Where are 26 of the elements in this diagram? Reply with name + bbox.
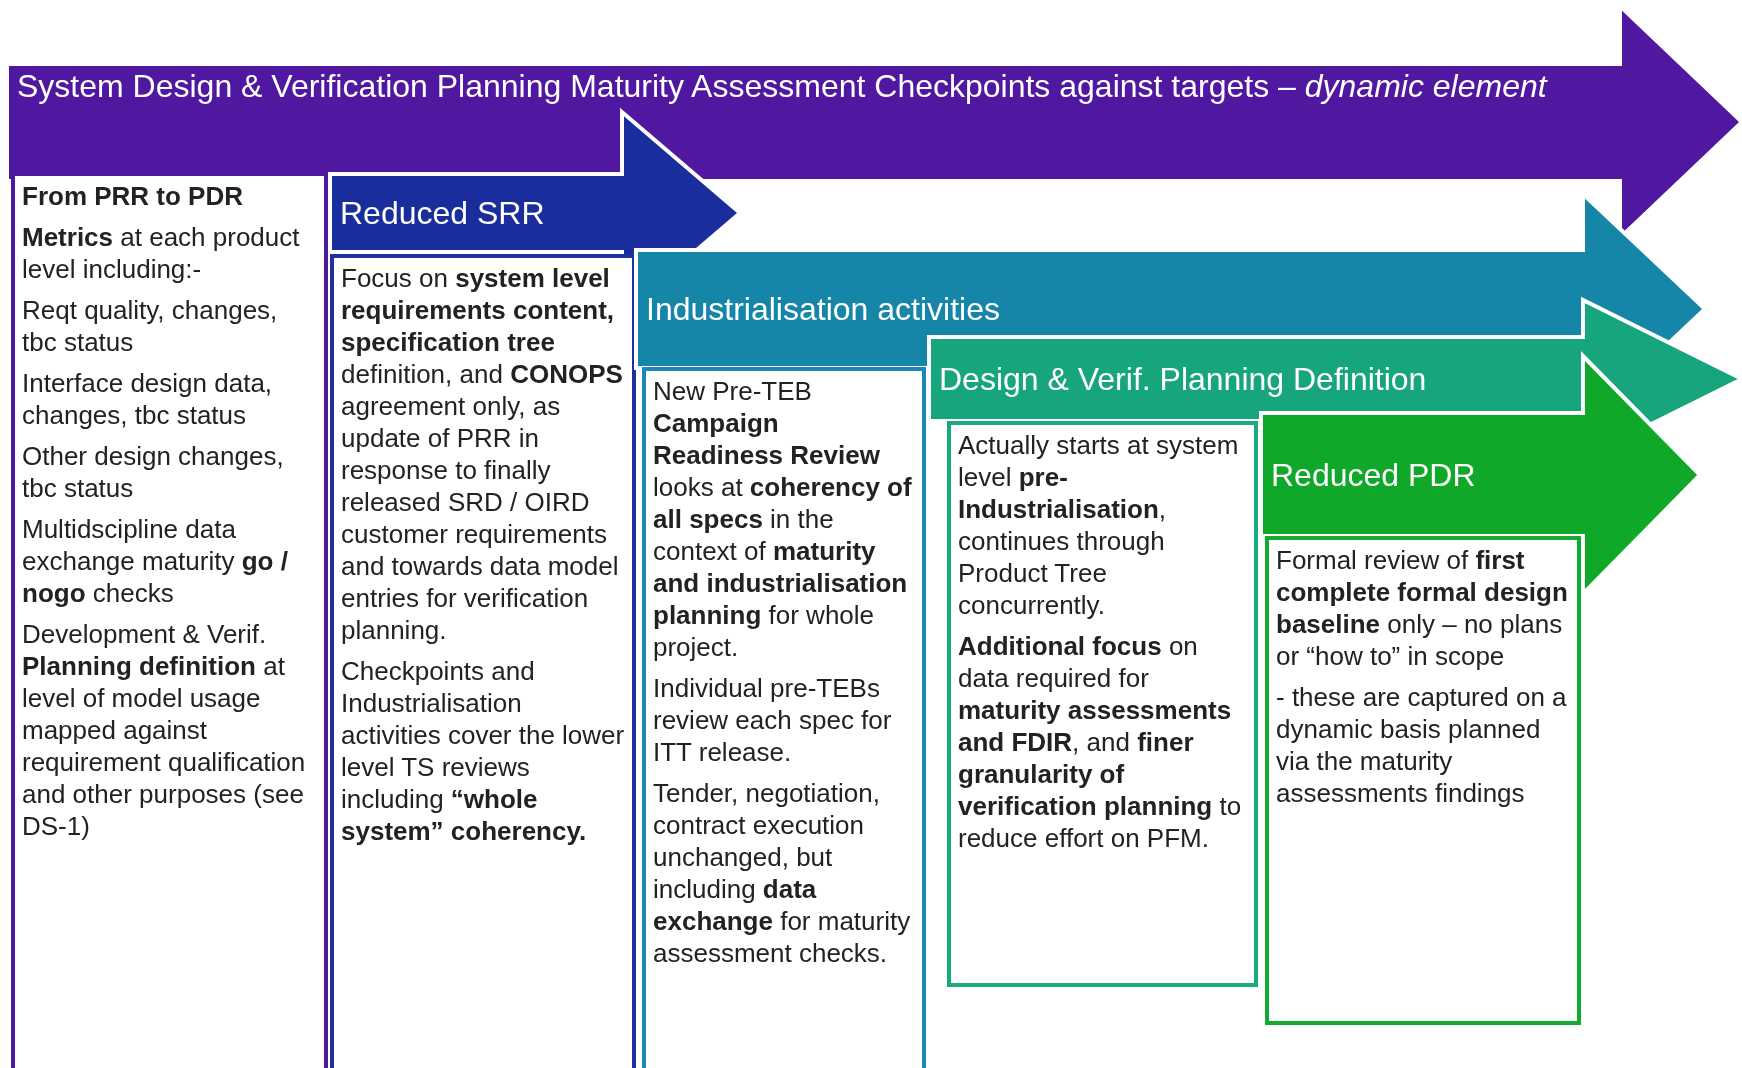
panel-text: Tender, negotiation, contract execution unchanged, but including data exchange for maturity assessment checks.: [653, 777, 912, 969]
panel-text: Reqt quality, changes, tbc status: [22, 294, 279, 358]
text-panel: [11, 172, 328, 1068]
panel-text: Checkpoints and Industrialisation activities cover the lower level TS reviews including “whole system” coherency.: [341, 655, 625, 847]
band-title: System Design & Verification Planning Maturity Assessment Checkpoints against targets – dynamic element: [17, 68, 1547, 104]
panel-text: Focus on system level requirements content, specification tree definition, and CONOPS agreement only, as update of PRR in response to finally released SRD / OIRD customer requirements and towards data model entries for verification planning.: [341, 262, 624, 646]
panel-text: Development & Verif. Planning definition at level of model usage mapped against requirement qualification and other purposes (see DS-1): [22, 618, 307, 842]
panel-text: - these are captured on a dynamic basis planned via the maturity assessments findings: [1276, 681, 1568, 809]
panel-text: Other design changes, tbc status: [22, 440, 285, 504]
text-panel: [1265, 536, 1581, 1025]
band-title: Reduced SRR: [340, 195, 545, 231]
panel-text: Individual pre-TEBs review each spec for ITT release.: [653, 672, 893, 768]
panel-text: Additional focus on data required for maturity assessments and FDIR, and finer granularity of verification planning to reduce effort on PFM.: [958, 630, 1243, 854]
text-panel: [947, 421, 1258, 987]
panel-text: Multidscipline data exchange maturity go / nogo checks: [22, 513, 289, 609]
panel-heading: From PRR to PDR: [22, 180, 244, 212]
band-title: Design & Verif. Planning Definition: [939, 361, 1427, 397]
panel-text: Formal review of first complete formal design baseline only – no plans or “how to” in scope: [1276, 544, 1569, 672]
panel-text: Interface design data, changes, tbc status: [22, 367, 274, 431]
band-title: Reduced PDR: [1271, 456, 1476, 493]
panel-text: Metrics at each product level including:-: [22, 221, 301, 285]
text-panel: [642, 367, 926, 1068]
band-title: Industrialisation activities: [646, 291, 1000, 327]
text-panel: [330, 254, 636, 1068]
panel-text: Actually starts at system level pre-Industrialisation, continues through Product Tree concurrently.: [958, 429, 1240, 621]
panel-text: New Pre-TEB Campaign Readiness Review looks at coherency of all specs in the context of maturity and industrialisation planning for whole project.: [653, 375, 913, 663]
